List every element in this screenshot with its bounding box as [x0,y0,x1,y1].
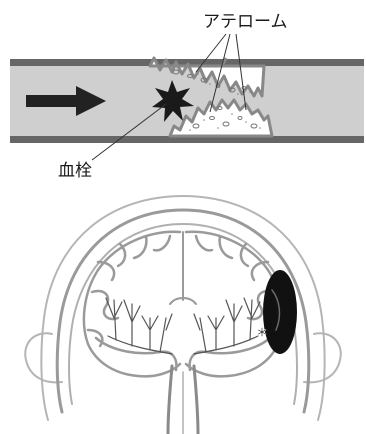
brain-diagram [25,196,341,434]
arteries-right [194,298,260,354]
thrombus-label: 血栓 [58,163,92,180]
artery-diagram [10,34,364,160]
asterisk-outline [259,328,266,336]
midline-fissure [170,232,196,304]
arteries-left [106,298,172,354]
atheroma-label: アテローム [203,14,288,31]
